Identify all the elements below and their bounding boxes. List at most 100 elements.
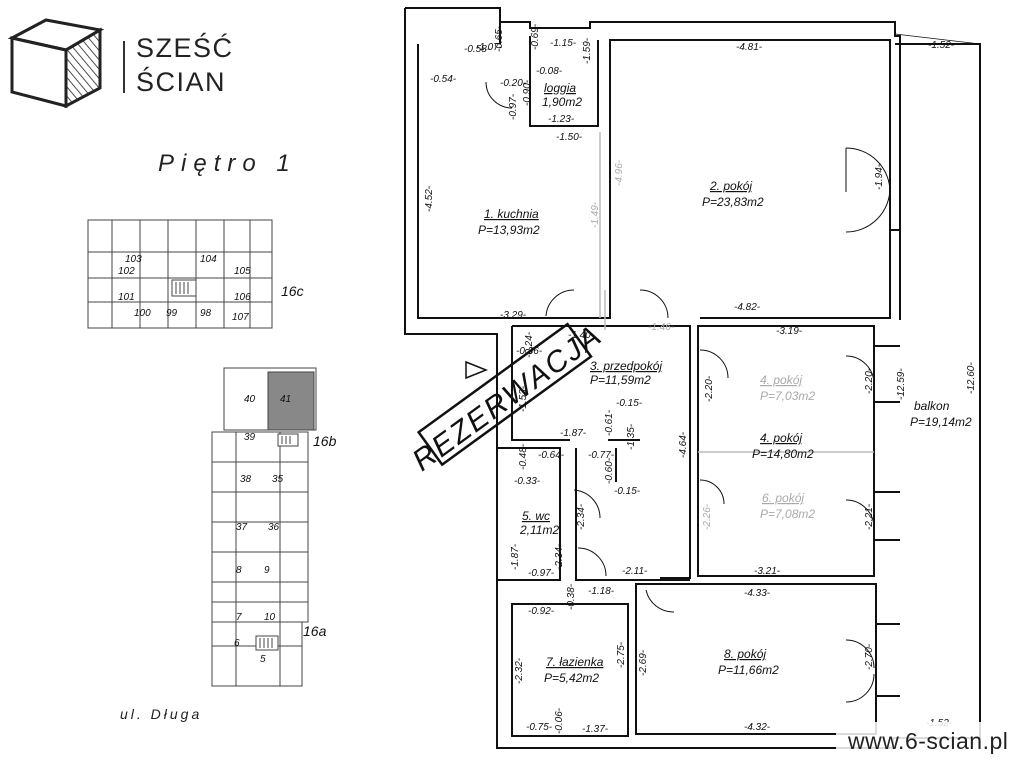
dim-107: -1.07- xyxy=(476,42,503,53)
dim-153: -1.53- xyxy=(518,385,529,412)
room-4-name: 4. pokój xyxy=(760,431,802,445)
cube-logo-icon xyxy=(8,18,105,108)
unit-105: 105 xyxy=(234,266,251,277)
dim-006: -0.06- xyxy=(554,707,565,734)
dimension-lines xyxy=(894,33,981,45)
watermark: www.6-scian.pl xyxy=(836,722,1022,766)
unit-8: 8 xyxy=(236,565,242,576)
room-1-area: P=13,93m2 xyxy=(478,223,540,237)
logo-divider xyxy=(123,41,125,93)
unit-41: 41 xyxy=(280,394,291,405)
dim-187: -1.87- xyxy=(560,428,587,439)
dim-433: -4.33- xyxy=(744,588,771,599)
dim-321: -3.21- xyxy=(754,566,781,577)
dim-220a: -2.20- xyxy=(704,375,715,402)
dim-015a: -0.15- xyxy=(616,398,643,409)
room-4-old-area: P=7,03m2 xyxy=(760,389,815,403)
room-7-name: 7. łazienka xyxy=(546,655,604,669)
dim-092: -0.92- xyxy=(528,606,555,617)
brand-line-1: SZEŚĆ xyxy=(136,33,234,63)
dim-097a: -0.97- xyxy=(508,93,519,120)
key-map: 103 104 102 105 101 106 100 99 98 107 16… xyxy=(87,219,337,687)
dim-077: -0.77- xyxy=(588,450,615,461)
dim-319: -3.19- xyxy=(776,326,803,337)
loggia-name: loggia xyxy=(544,81,576,95)
entrance-arrow-icon xyxy=(465,360,489,380)
dim-115: -1.15- xyxy=(550,38,577,49)
dim-211: -2.11- xyxy=(622,566,648,577)
dim-432: -4.32- xyxy=(744,722,771,733)
dim-149: -1.49- xyxy=(590,201,601,228)
dim-069: -0.69- xyxy=(530,23,541,50)
dim-097b: -0.97- xyxy=(528,568,555,579)
room-8-name: 8. pokój xyxy=(724,647,766,661)
reservation-stamp: REZERWACJA xyxy=(407,318,609,477)
unit-99: 99 xyxy=(166,308,178,319)
dim-496: -4.96- xyxy=(614,159,625,186)
dim-464: -4.64- xyxy=(678,431,689,458)
unit-36: 36 xyxy=(268,522,280,533)
dim-020: -0.20- xyxy=(500,78,527,89)
dim-033: -0.33- xyxy=(514,476,541,487)
dim-194: -1.94- xyxy=(874,163,885,190)
dim-232: -2.32- xyxy=(514,657,525,684)
dim-135: -1.35- xyxy=(626,423,637,450)
dim-146: -1.46- xyxy=(648,322,675,333)
dim-065: -0.65- xyxy=(494,25,505,52)
dim-137: -1.37- xyxy=(582,724,609,735)
unit-38: 38 xyxy=(240,474,252,485)
building-16a xyxy=(211,621,303,687)
room-5-name: 5. wc xyxy=(522,509,550,523)
dim-220b: -2.20- xyxy=(864,367,875,394)
unit-103: 103 xyxy=(125,254,142,265)
loggia-area: 1,90m2 xyxy=(542,95,582,109)
dim-064: -0.64- xyxy=(538,450,565,461)
unit-37: 37 xyxy=(236,522,248,533)
reservation-stamp-text: REZERWACJA xyxy=(407,318,609,477)
floor-title: Piętro 1 xyxy=(158,150,297,177)
building-16c-label: 16c xyxy=(281,283,304,299)
unit-106: 106 xyxy=(234,292,251,303)
unit-100: 100 xyxy=(134,308,151,319)
unit-7: 7 xyxy=(236,612,242,623)
unit-9: 9 xyxy=(264,565,270,576)
building-16b-label: 16b xyxy=(313,433,337,449)
door-swings xyxy=(485,81,891,703)
unit-39: 39 xyxy=(244,432,256,443)
room-3-area: P=11,59m2 xyxy=(590,373,651,387)
dim-221: -2.21- xyxy=(864,503,875,530)
building-16a-label: 16a xyxy=(303,623,327,639)
room-7-area: P=5,42m2 xyxy=(544,671,599,685)
building-16c xyxy=(87,219,273,329)
unit-5: 5 xyxy=(260,654,266,665)
dim-024: -0.24- xyxy=(524,331,535,358)
unit-104: 104 xyxy=(200,254,217,265)
dim-452: -4.52- xyxy=(424,185,435,212)
room-3-name: 3. przedpokój xyxy=(590,359,662,373)
room-6-old-name: 6. pokój xyxy=(762,491,804,505)
dim-140: -1.40- xyxy=(568,330,595,341)
dim-090: -0.90- xyxy=(522,79,533,106)
dim-058: -0.58- xyxy=(464,44,491,55)
dim-1259: -12.59- xyxy=(896,368,907,400)
unit-6: 6 xyxy=(234,638,240,649)
dim-269: -2.69- xyxy=(638,649,649,676)
room-8-area: P=11,66m2 xyxy=(718,663,779,677)
dim-048: -0.48- xyxy=(518,443,529,470)
unit-98: 98 xyxy=(200,308,212,319)
room-4-area: P=14,80m2 xyxy=(752,447,814,461)
dim-275: -2.75- xyxy=(616,641,627,668)
dim-008: -0.08- xyxy=(536,66,563,77)
dim-481: -4.81- xyxy=(736,42,763,53)
dim-234a: -2.34- xyxy=(576,503,587,530)
balcony-area: P=19,14m2 xyxy=(910,415,972,429)
unit-107: 107 xyxy=(232,312,249,323)
unit-40: 40 xyxy=(244,394,256,405)
dim-118: -1.18- xyxy=(588,586,615,597)
logo: SZEŚĆ ŚCIAN xyxy=(8,8,232,108)
dim-150: -1.50- xyxy=(556,132,583,143)
dim-075: -0.75- xyxy=(526,722,553,733)
unit-102: 102 xyxy=(118,266,135,277)
dim-1260: -12.60- xyxy=(966,362,977,394)
room-5-area: 2,11m2 xyxy=(519,523,559,537)
